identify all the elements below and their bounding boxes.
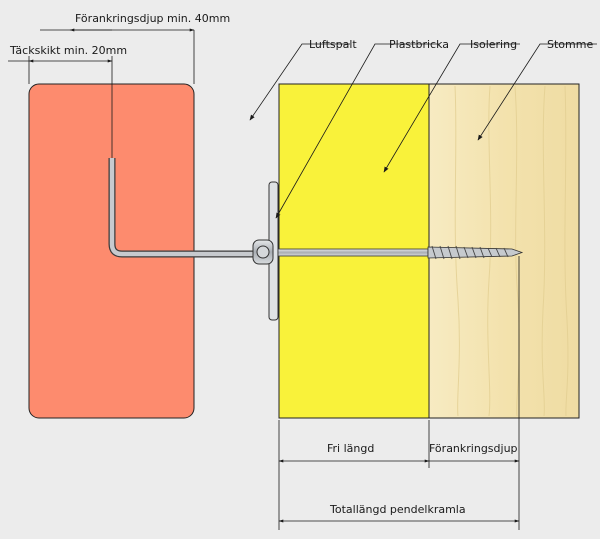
screw-icon xyxy=(277,245,524,260)
insulation-leader xyxy=(383,43,520,173)
cover-min-label: Täckskikt min. 20mm xyxy=(9,44,127,57)
plastic-washer-icon xyxy=(252,181,279,321)
frame-label: Stomme xyxy=(547,38,593,51)
anchor-depth-min-label: Förankringsdjup min. 40mm xyxy=(75,12,230,25)
air-gap-label: Luftspalt xyxy=(309,38,357,51)
insulation-label: Isolering xyxy=(470,38,517,51)
plastic-washer-leader xyxy=(275,43,440,219)
total-length-label: Totallängd pendelkramla xyxy=(329,503,466,516)
plastic-washer-label: Plastbricka xyxy=(389,38,449,51)
hook-anchor-icon xyxy=(108,158,262,258)
anchor-depth-label: Förankringsdjup xyxy=(429,442,518,455)
air-gap-leader xyxy=(249,43,350,121)
free-length-label: Fri längd xyxy=(327,442,374,455)
frame-leader xyxy=(477,43,597,141)
